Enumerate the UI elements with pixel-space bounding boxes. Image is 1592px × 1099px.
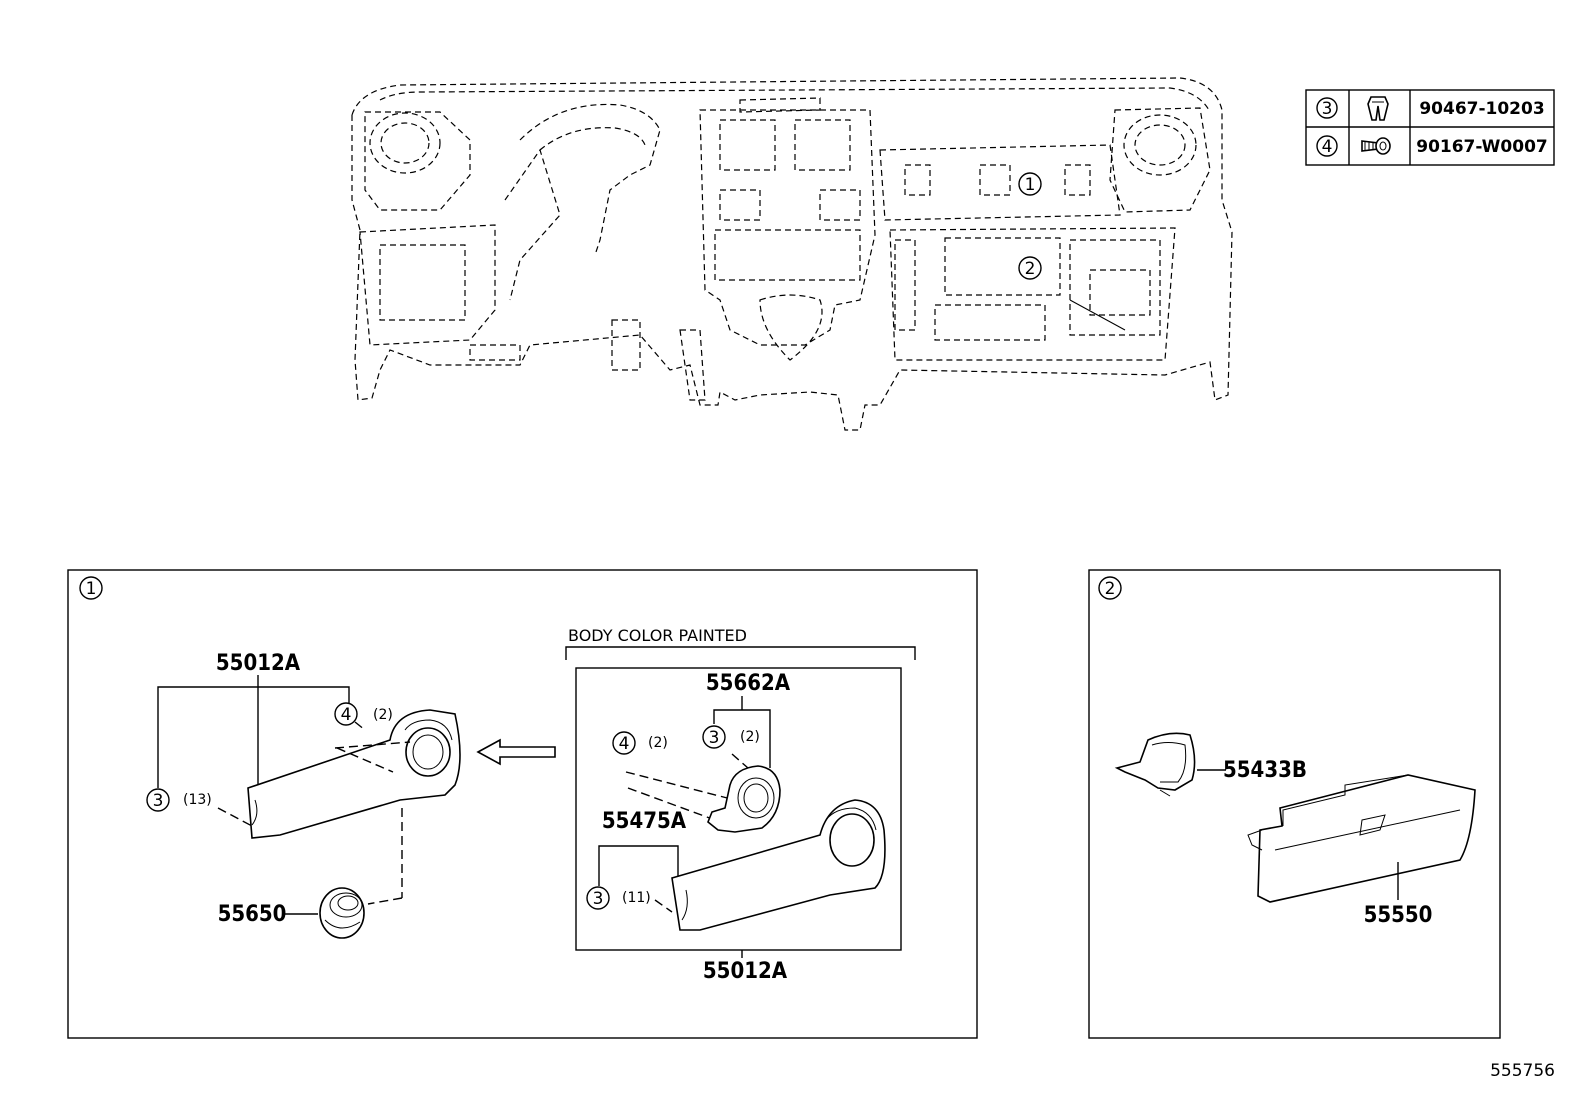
overview-callout-1-label: 1 [1025,175,1036,195]
part-55662a-label[interactable]: 55662A [706,671,791,696]
fastener-ref-3-upper[interactable]: 3 (2) [702,725,760,749]
part-vent-bezel-drawing[interactable] [707,765,781,833]
legend-part-no-3: 90467-10203 [1419,99,1544,119]
part-55012a-left-label[interactable]: 55012A [216,651,301,676]
legend-ref-4: 4 [1322,137,1333,157]
part-55433b-drawing[interactable] [1114,732,1196,797]
fastener-qty-3-left: (13) [183,792,212,808]
fastener-qty-4-right: (2) [648,735,668,751]
fastener-ref-3-left-label: 3 [153,791,164,811]
fastener-qty-4-left: (2) [373,707,393,723]
fastener-qty-3-lower: (11) [622,890,651,906]
fastener-ref-3-left[interactable]: 3 (13) [146,788,253,827]
part-55012a-right-label[interactable]: 55012A [703,959,788,984]
screw-icon [1361,137,1391,155]
part-55012a-right-drawing[interactable] [671,799,886,931]
part-55475a-label[interactable]: 55475A [602,809,687,834]
overview-callout-2-label: 2 [1025,259,1036,279]
part-55433b-label[interactable]: 55433B [1223,758,1307,783]
instrument-panel-overview: 1 2 [351,77,1233,431]
illustration-number: 555756 [1490,1061,1555,1081]
overview-callout-2[interactable]: 2 [1018,256,1042,280]
legend-part-no-4: 90167-W0007 [1416,137,1548,157]
fastener-ref-4-left-label: 4 [341,705,352,725]
body-color-painted-box [575,667,902,951]
part-55550-drawing[interactable] [1247,774,1476,903]
part-55650[interactable]: 55650 [218,887,365,939]
fastener-qty-3-upper: (2) [740,729,760,745]
fastener-ref-4-right[interactable]: 4 (2) [612,731,668,755]
part-55550-label[interactable]: 55550 [1364,903,1433,928]
detail-2-panel: 2 55433B 55550 [1088,569,1501,1039]
part-55012a-left-drawing[interactable] [247,709,461,905]
detail-2-label: 2 [1105,579,1116,599]
fastener-ref-3-upper-label: 3 [709,728,720,748]
fastener-ref-4-right-label: 4 [619,734,630,754]
detail-1-panel: 1 55012A 4 (2) 3 (13) [67,569,978,1039]
clip-icon [1367,96,1389,121]
legend-row-3[interactable]: 3 90467-10203 [1316,96,1545,121]
legend-row-4[interactable]: 4 90167-W0007 [1316,135,1548,157]
fastener-ref-3-lower[interactable]: 3 (11) [586,886,673,913]
legend-ref-3: 3 [1322,99,1333,119]
detail-1-label: 1 [86,579,97,599]
body-color-painted-note: BODY COLOR PAINTED [568,626,747,645]
fastener-ref-3-lower-label: 3 [593,889,604,909]
fastener-legend-table: 3 90467-10203 4 90167-W0007 [1305,89,1555,166]
fastener-ref-4-left[interactable]: 4 (2) [334,702,393,731]
left-arrow-icon [476,738,556,766]
overview-callout-1[interactable]: 1 [1018,172,1042,196]
part-55650-label: 55650 [218,902,287,927]
